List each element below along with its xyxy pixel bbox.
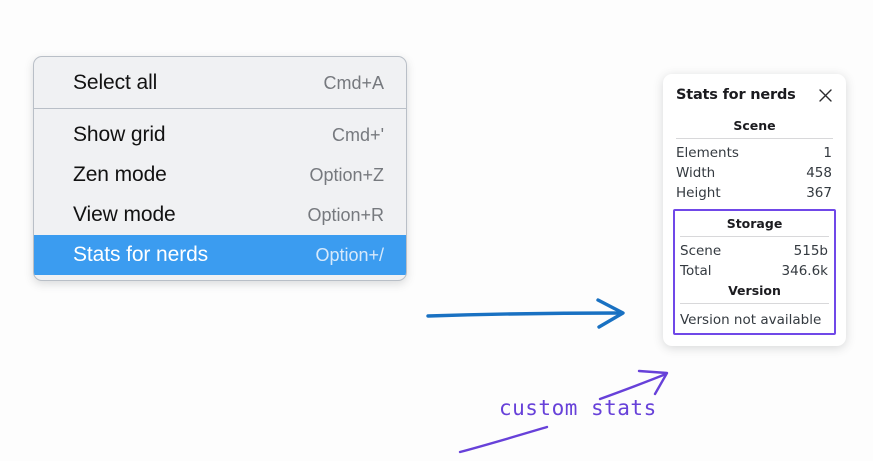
menu-item-label: Select all (73, 71, 158, 94)
stat-row-width: Width 458 (673, 163, 836, 183)
context-menu[interactable]: Select all Cmd+A Show grid Cmd+' Zen mod… (33, 56, 407, 281)
section-heading-storage: Storage (726, 216, 783, 231)
stats-panel-header: Stats for nerds (673, 84, 836, 104)
menu-item-view-mode[interactable]: View mode Option+R (34, 195, 406, 235)
stat-key: Width (676, 165, 716, 181)
section-divider (680, 236, 829, 237)
section-divider (676, 138, 833, 139)
menu-item-label: Stats for nerds (73, 243, 209, 266)
stats-section-storage: Storage Scene 515b Total 346.6k (677, 214, 832, 281)
blue-arrow-annotation (426, 298, 625, 329)
stats-section-scene: Scene Elements 1 Width 458 Height 367 (673, 116, 836, 203)
stat-row-elements: Elements 1 (673, 143, 836, 163)
stat-row-height: Height 367 (673, 183, 836, 203)
menu-item-label: View mode (73, 203, 176, 226)
stat-value: 515b (793, 243, 828, 259)
close-icon[interactable] (816, 86, 834, 104)
stat-value: 367 (806, 185, 832, 201)
menu-item-stats-for-nerds[interactable]: Stats for nerds Option+/ (34, 235, 406, 275)
menu-item-zen-mode[interactable]: Zen mode Option+Z (34, 155, 406, 195)
section-heading-scene: Scene (733, 118, 776, 133)
menu-item-label: Show grid (73, 123, 166, 146)
stat-key: Height (676, 185, 721, 201)
menu-group-primary: Select all Cmd+A (34, 57, 406, 108)
menu-item-shortcut: Option+Z (309, 164, 384, 185)
purple-underline-annotation (458, 425, 549, 454)
menu-item-label: Zen mode (73, 163, 167, 186)
handwritten-annotation-label: custom stats (499, 396, 657, 420)
menu-item-shortcut: Cmd+' (332, 124, 384, 145)
section-divider (680, 303, 829, 304)
menu-item-shortcut: Option+R (307, 204, 384, 225)
menu-item-select-all[interactable]: Select all Cmd+A (34, 63, 406, 103)
stat-key: Scene (680, 243, 722, 259)
menu-item-shortcut: Cmd+A (323, 72, 384, 93)
stat-value: 346.6k (781, 263, 828, 279)
custom-stats-highlight-box: Storage Scene 515b Total 346.6k Version … (673, 209, 836, 335)
stat-row-storage-scene: Scene 515b (677, 241, 832, 261)
stat-key: Total (680, 263, 712, 279)
purple-arrow-annotation (598, 369, 669, 401)
section-heading-version: Version (728, 283, 781, 298)
stat-value: 1 (823, 145, 832, 161)
menu-group-view: Show grid Cmd+' Zen mode Option+Z View m… (34, 108, 406, 280)
stats-section-version: Version Version not available (677, 281, 832, 329)
stat-row-storage-total: Total 346.6k (677, 261, 832, 281)
version-note: Version not available (680, 312, 822, 328)
menu-item-shortcut: Option+/ (315, 244, 384, 265)
menu-item-show-grid[interactable]: Show grid Cmd+' (34, 115, 406, 155)
stats-for-nerds-panel[interactable]: Stats for nerds Scene Elements 1 Width 4… (663, 74, 846, 346)
stats-panel-title: Stats for nerds (676, 87, 796, 103)
stat-value: 458 (806, 165, 832, 181)
stat-key: Elements (676, 145, 739, 161)
